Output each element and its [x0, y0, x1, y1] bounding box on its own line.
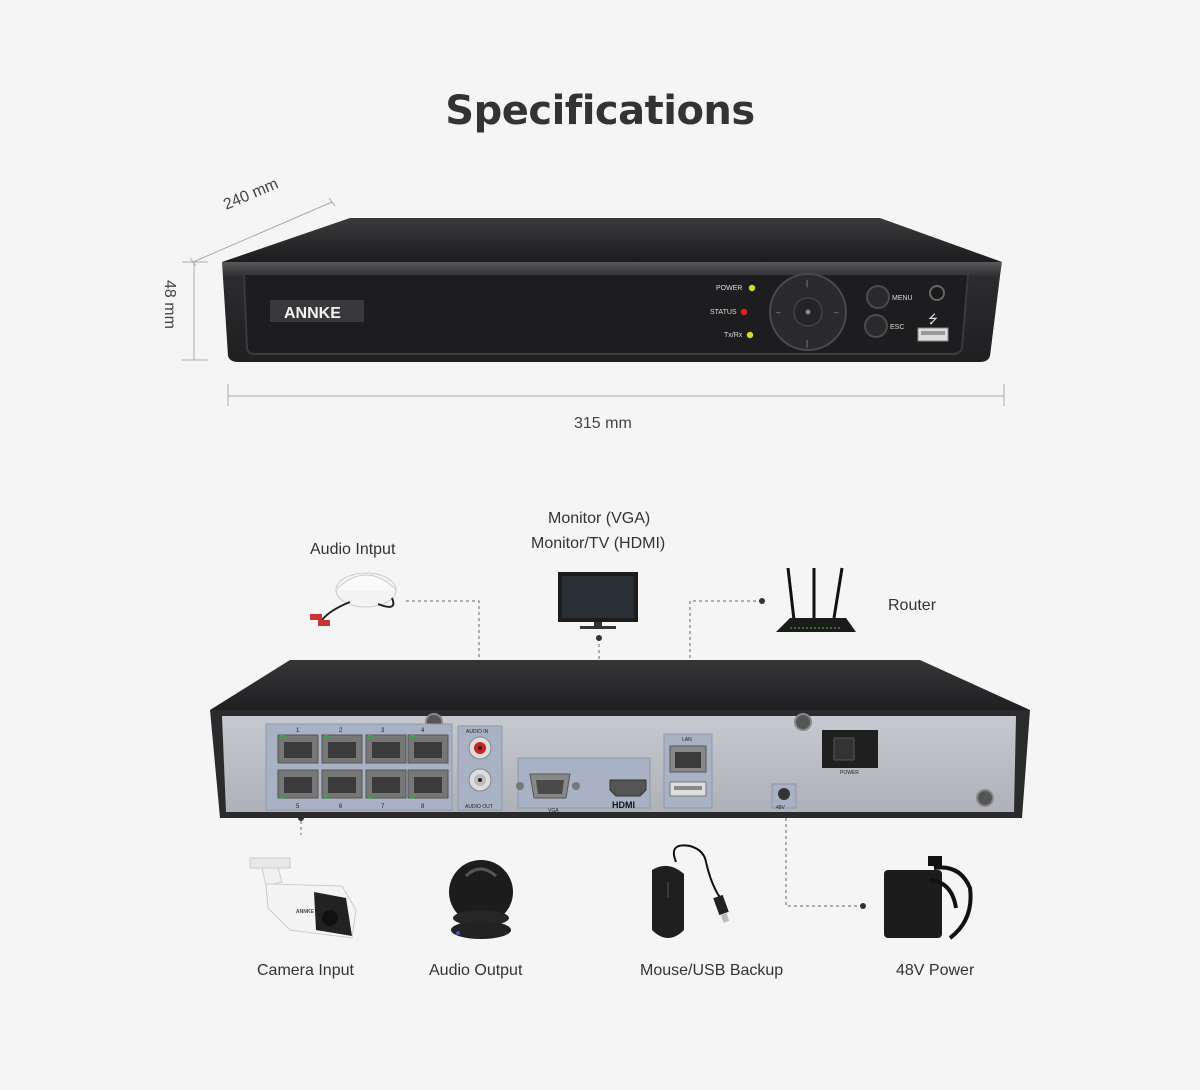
label-mouse-usb: Mouse/USB Backup — [640, 962, 784, 979]
svg-text:48V: 48V — [776, 805, 786, 811]
label-monitor-vga: Monitor (VGA) — [548, 510, 651, 527]
video-ports: VGA HDMI — [516, 757, 651, 814]
svg-text:|: | — [806, 279, 808, 288]
dc-power-jack: 48V — [771, 783, 797, 811]
svg-text:8: 8 — [421, 804, 425, 810]
esc-label: ESC — [890, 324, 904, 331]
label-router: Router — [888, 597, 937, 614]
power-switch: POWER — [822, 730, 878, 776]
label-power: 48V Power — [896, 962, 975, 979]
svg-text:AUDIO OUT: AUDIO OUT — [465, 804, 493, 810]
power-adapter-icon — [884, 856, 973, 940]
brand-logo: ANNKE — [284, 305, 341, 322]
mouse-icon — [652, 844, 730, 938]
svg-text:AUDIO IN: AUDIO IN — [466, 729, 489, 735]
nvr-front-view: ANNKE POWER STATUS Tx/Rx | | – – MENU ES… — [182, 197, 1005, 406]
svg-text:6: 6 — [339, 804, 343, 810]
page-title: Specifications — [445, 88, 755, 134]
audio-input-microphone-icon — [310, 572, 397, 626]
led-status-label: STATUS — [710, 309, 737, 316]
svg-text:1: 1 — [296, 728, 300, 734]
svg-text:2: 2 — [339, 728, 343, 734]
width-dimension: 315 mm — [574, 415, 632, 432]
nvr-rear-diagram: 1 2 3 4 5 6 7 8 AUDIO IN AUDIO OUT VGA H… — [210, 567, 1030, 940]
svg-text:–: – — [776, 308, 781, 317]
poe-ports-panel: 1 2 3 4 5 6 7 8 — [265, 723, 453, 811]
svg-text:LAN: LAN — [682, 737, 692, 743]
label-monitor-hdmi: Monitor/TV (HDMI) — [531, 535, 666, 552]
svg-text:VGA: VGA — [548, 808, 559, 814]
height-dimension: 48 mm — [161, 280, 178, 329]
svg-text:3: 3 — [381, 728, 385, 734]
svg-text:ANNKE: ANNKE — [296, 909, 314, 915]
lan-usb-ports: LAN — [663, 733, 713, 809]
camera-icon: ANNKE — [249, 857, 357, 939]
led-power-label: POWER — [716, 285, 742, 292]
ir-receiver-icon — [929, 285, 945, 301]
svg-text:POWER: POWER — [840, 770, 859, 776]
svg-text:|: | — [806, 339, 808, 348]
label-audio-output: Audio Output — [429, 962, 523, 979]
svg-text:HDMI: HDMI — [612, 800, 635, 810]
label-camera-input: Camera Input — [257, 962, 354, 979]
monitor-icon — [558, 572, 638, 629]
speaker-icon — [449, 860, 513, 939]
svg-text:–: – — [834, 308, 839, 317]
usb-icon: ⭍ — [928, 312, 938, 326]
svg-text:5: 5 — [296, 804, 300, 810]
label-audio-input: Audio Intput — [310, 541, 396, 558]
led-txrx-label: Tx/Rx — [724, 332, 743, 339]
router-icon — [776, 567, 856, 632]
audio-ports: AUDIO IN AUDIO OUT — [457, 725, 503, 811]
menu-label: MENU — [892, 295, 913, 302]
esc-button — [864, 314, 888, 338]
svg-text:7: 7 — [381, 804, 385, 810]
menu-button — [866, 285, 890, 309]
svg-text:4: 4 — [421, 728, 425, 734]
